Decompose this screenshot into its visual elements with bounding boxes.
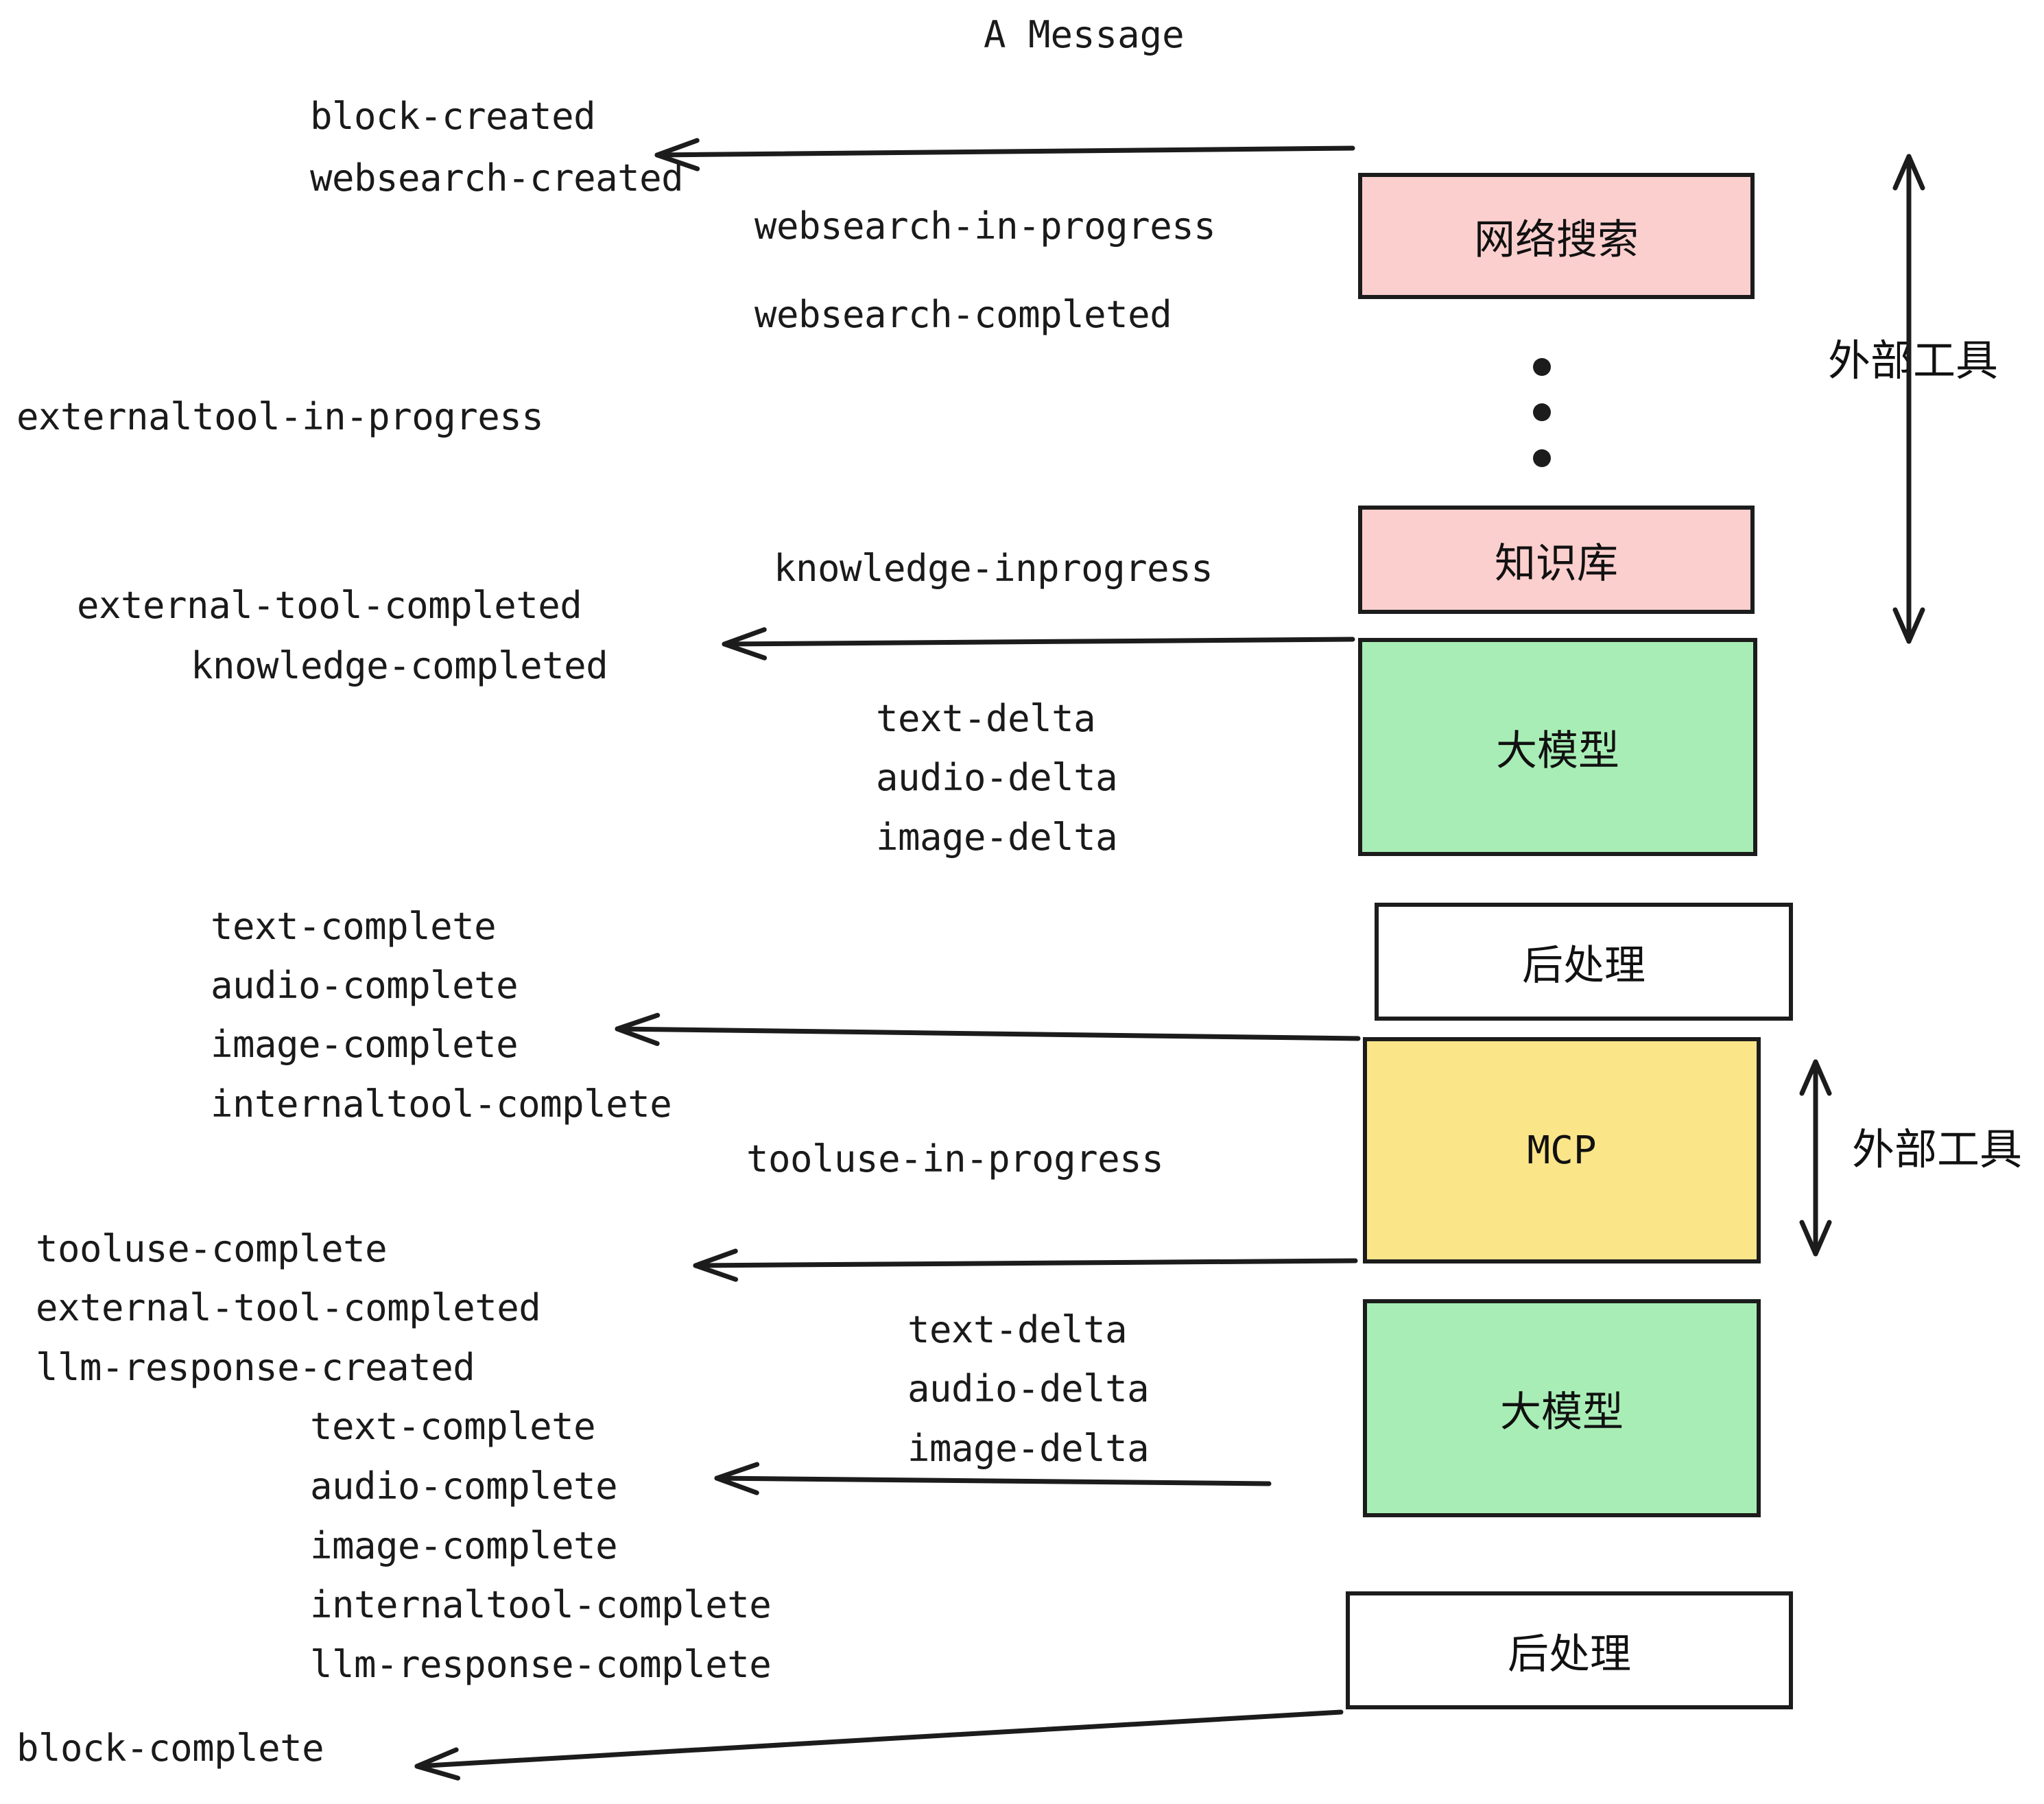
event-label-websearch-in-progress: websearch-in-progress <box>754 204 1216 248</box>
event-label-externaltool-in-progress: externaltool-in-progress <box>16 395 544 438</box>
node-box-知识库: 知识库 <box>1358 506 1755 614</box>
event-label-audio-complete: audio-complete <box>310 1464 618 1508</box>
ellipsis-dot-1 <box>1533 358 1551 376</box>
event-label-websearch-completed: websearch-completed <box>754 293 1172 336</box>
ellipsis-dot-2 <box>1533 403 1551 421</box>
event-label-knowledge-inprogress: knowledge-inprogress <box>774 547 1213 590</box>
event-label-external-tool-completed: external-tool-completed <box>77 584 582 627</box>
node-box-大模型: 大模型 <box>1358 638 1757 856</box>
event-label-text-complete: text-complete <box>211 905 497 948</box>
node-box-label: 网络搜索 <box>1474 215 1639 264</box>
event-label-internaltool-complete: internaltool-complete <box>310 1583 772 1626</box>
node-box-label: 后处理 <box>1522 941 1645 990</box>
event-label-block-complete: block-complete <box>16 1726 324 1770</box>
arrow-websearch-to-block-created <box>654 138 1355 171</box>
event-label-llm-response-complete: llm-response-complete <box>310 1643 772 1686</box>
event-label-text-delta: text-delta <box>876 697 1096 740</box>
event-label-knowledge-completed: knowledge-completed <box>191 644 608 687</box>
diagram-title: A Message <box>984 13 1185 56</box>
event-label-internaltool-complete: internaltool-complete <box>211 1082 672 1126</box>
event-label-tooluse-in-progress: tooluse-in-progress <box>746 1137 1164 1180</box>
arrow-postprocess-to-image-complete <box>615 1012 1361 1046</box>
event-label-llm-response-created: llm-response-created <box>36 1346 475 1389</box>
arrow-mcp-to-tooluse-complete <box>693 1248 1358 1282</box>
double-arrow-external-tool-range-top <box>1892 154 1925 644</box>
event-label-tooluse-complete: tooluse-complete <box>36 1227 388 1270</box>
arrow-postprocess-to-block-complete <box>414 1709 1344 1781</box>
side-label-external-tool-2: 外部工具 <box>1852 1124 2023 1174</box>
node-box-MCP: MCP <box>1363 1037 1761 1263</box>
side-label-external-tool-1: 外部工具 <box>1828 335 1999 385</box>
event-label-audio-complete: audio-complete <box>211 964 519 1007</box>
node-box-大模型: 大模型 <box>1363 1299 1761 1517</box>
event-label-image-complete: image-complete <box>310 1524 618 1567</box>
node-box-label: MCP <box>1527 1128 1597 1173</box>
arrow-knowledge-to-completed <box>722 627 1355 661</box>
node-box-网络搜索: 网络搜索 <box>1358 173 1755 299</box>
event-label-block-created: block-created <box>310 95 596 138</box>
event-label-websearch-created: websearch-created <box>310 156 684 200</box>
event-label-audio-delta: audio-delta <box>907 1367 1150 1410</box>
event-label-audio-delta: audio-delta <box>876 756 1118 799</box>
node-box-label: 后处理 <box>1508 1630 1631 1678</box>
node-box-label: 大模型 <box>1496 726 1619 775</box>
node-box-后处理: 后处理 <box>1375 903 1793 1021</box>
ellipsis-dot-3 <box>1533 449 1551 467</box>
event-label-image-complete: image-complete <box>211 1023 519 1066</box>
event-label-image-delta: image-delta <box>907 1427 1150 1470</box>
event-label-text-delta: text-delta <box>907 1308 1128 1351</box>
double-arrow-external-tool-range-bottom <box>1799 1059 1832 1257</box>
node-box-label: 知识库 <box>1495 539 1618 588</box>
event-label-image-delta: image-delta <box>876 816 1118 859</box>
node-box-label: 大模型 <box>1500 1388 1624 1436</box>
event-label-text-complete: text-complete <box>310 1405 596 1448</box>
node-box-后处理: 后处理 <box>1346 1591 1793 1709</box>
event-label-external-tool-completed: external-tool-completed <box>36 1286 541 1329</box>
